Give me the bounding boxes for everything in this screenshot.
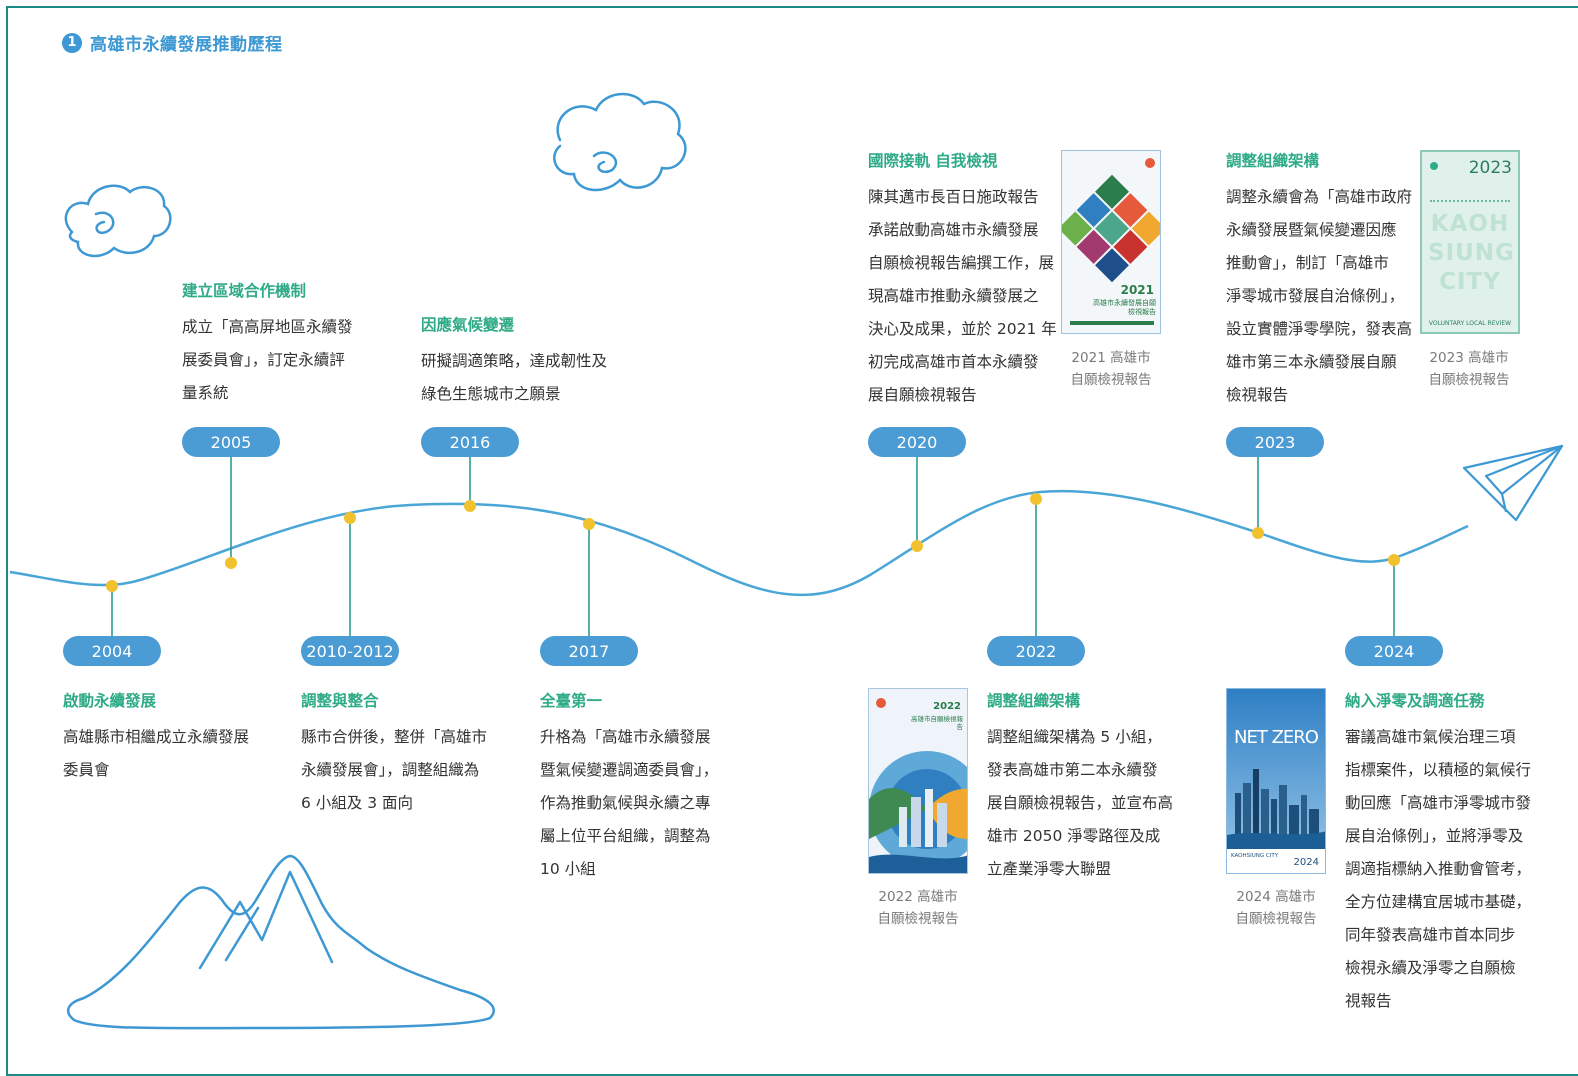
report-cover-2024: NET ZERO KAOHSIUNG CITY 2024	[1226, 688, 1326, 874]
year-pill-2020: 2020	[868, 427, 966, 457]
timeline-dot-2022	[1030, 493, 1042, 505]
timeline-dot-2004	[106, 580, 118, 592]
event-title-2023: 調整組織架構	[1226, 152, 1320, 170]
report-cover-2022-year: 2022	[933, 701, 961, 712]
event-body-2024: 審議高雄市氣候治理三項 指標案件，以積極的氣候行 動回應「高雄市淨零城市發 展自…	[1345, 728, 1532, 1010]
year-pill-2023: 2023	[1226, 427, 1324, 457]
report-cover-2023-year: 2023	[1468, 158, 1512, 178]
event-title-2005: 建立區域合作機制	[182, 282, 307, 300]
cloud-left-icon	[64, 184, 172, 258]
report-caption-2022: 2022 高雄市 自願檢視報告	[877, 889, 959, 927]
report-cover-2024-subtitle: KAOHSIUNG CITY	[1231, 853, 1279, 859]
report-cover-2021: 2021 高雄市永續發展自願檢視報告	[1061, 150, 1161, 334]
paper-plane-icon	[1462, 444, 1564, 522]
timeline-dots	[106, 493, 1400, 592]
event-body-2004: 高雄縣市相繼成立永續發展 委員會	[63, 728, 250, 779]
report-caption-2021: 2021 高雄市 自願檢視報告	[1070, 350, 1152, 388]
year-pill-2005: 2005	[182, 427, 280, 457]
timeline-dot-2010-2012	[344, 512, 356, 524]
timeline-dot-2017	[583, 518, 595, 530]
event-title-2004: 啟動永續發展	[63, 692, 157, 710]
event-body-2022: 調整組織架構為 5 小組， 發表高雄市第二本永續發 展自願檢視報告，並宣布高 雄…	[987, 728, 1174, 878]
section-title: 高雄市永續發展推動歷程	[90, 35, 283, 55]
event-body-2017: 升格為「高雄市永續發展 暨氣候變遷調適委員會」， 作為推動氣候與永續之專 屬上位…	[540, 728, 719, 878]
event-body-2016: 研擬調適策略，達成韌性及 綠色生態城市之願景	[421, 352, 608, 403]
year-pill-2010-2012: 2010-2012	[301, 636, 399, 666]
report-cover-2023-rule	[1430, 200, 1510, 202]
report-cover-2022: 2022 高雄市自願檢視報告	[868, 688, 968, 874]
timeline-wave	[9, 489, 1469, 597]
report-cover-2024-art	[1227, 689, 1325, 873]
report-cover-2023-subtitle: VOLUNTARY LOCAL REVIEW	[1428, 320, 1512, 327]
event-body-2005: 成立「高高屏地區永續發 展委員會」，訂定永續評 量系統	[182, 318, 353, 402]
report-cover-2023-word-1: KAOH	[1430, 211, 1510, 237]
year-pill-2017: 2017	[540, 636, 638, 666]
timeline-dot-2024	[1388, 554, 1400, 566]
event-title-2022: 調整組織架構	[987, 692, 1081, 710]
report-cover-2021-title: 高雄市永續發展自願檢視報告	[1093, 299, 1156, 316]
event-title-2010-2012: 調整與整合	[301, 692, 379, 710]
year-pill-2004: 2004	[63, 636, 161, 666]
report-cover-2024-title: NET ZERO	[1234, 727, 1319, 748]
year-pill-2024: 2024	[1345, 636, 1443, 666]
event-body-2010-2012: 縣市合併後，整併「高雄市 永續發展會」，調整組織為 6 小組及 3 面向	[301, 728, 488, 812]
report-cover-2023-word-2: SIUNG	[1428, 240, 1515, 266]
section-header: 1 高雄市永續發展推動歷程	[62, 30, 283, 55]
report-cover-2022-title: 高雄市自願檢視報告	[911, 715, 963, 731]
timeline-connectors	[111, 442, 1395, 650]
report-cover-2021-art	[1062, 151, 1160, 333]
event-title-2024: 納入淨零及調適任務	[1345, 692, 1485, 710]
event-body-2023: 調整永續會為「高雄市政府 永續發展暨氣候變遷因應 推動會」，制訂「高雄市 淨零城…	[1226, 188, 1413, 404]
timeline-dot-2023	[1252, 527, 1264, 539]
report-cover-2023-logo	[1430, 162, 1438, 170]
report-caption-2024: 2024 高雄市 自願檢視報告	[1235, 889, 1317, 927]
event-title-2020: 國際接軌 自我檢視	[868, 152, 998, 170]
year-pill-2022: 2022	[987, 636, 1085, 666]
mountain-icon	[66, 854, 495, 1030]
report-cover-2021-year: 2021	[1120, 283, 1154, 297]
report-cover-2023-wordmark: KAOH SIUNG CITY	[1428, 210, 1515, 297]
event-title-2016: 因應氣候變遷	[421, 316, 515, 334]
cloud-center-icon	[553, 92, 687, 192]
timeline-dot-2020	[911, 540, 923, 552]
section-number-badge: 1	[62, 32, 82, 53]
report-cover-2023-word-3: CITY	[1439, 269, 1501, 295]
report-caption-2023: 2023 高雄市 自願檢視報告	[1428, 350, 1510, 388]
timeline-dot-2016	[464, 500, 476, 512]
report-cover-2023: 2023 KAOH SIUNG CITY VOLUNTARY LOCAL REV…	[1420, 150, 1520, 334]
event-body-2020: 陳其邁市長百日施政報告 承諾啟動高雄市永續發展 自願檢視報告編撰工作，展 現高雄…	[868, 188, 1057, 404]
timeline-dot-2005	[225, 557, 237, 569]
report-cover-2022-art	[869, 689, 967, 873]
report-cover-2024-year: 2024	[1293, 857, 1319, 868]
year-pill-2016: 2016	[421, 427, 519, 457]
event-title-2017: 全臺第一	[540, 692, 603, 710]
